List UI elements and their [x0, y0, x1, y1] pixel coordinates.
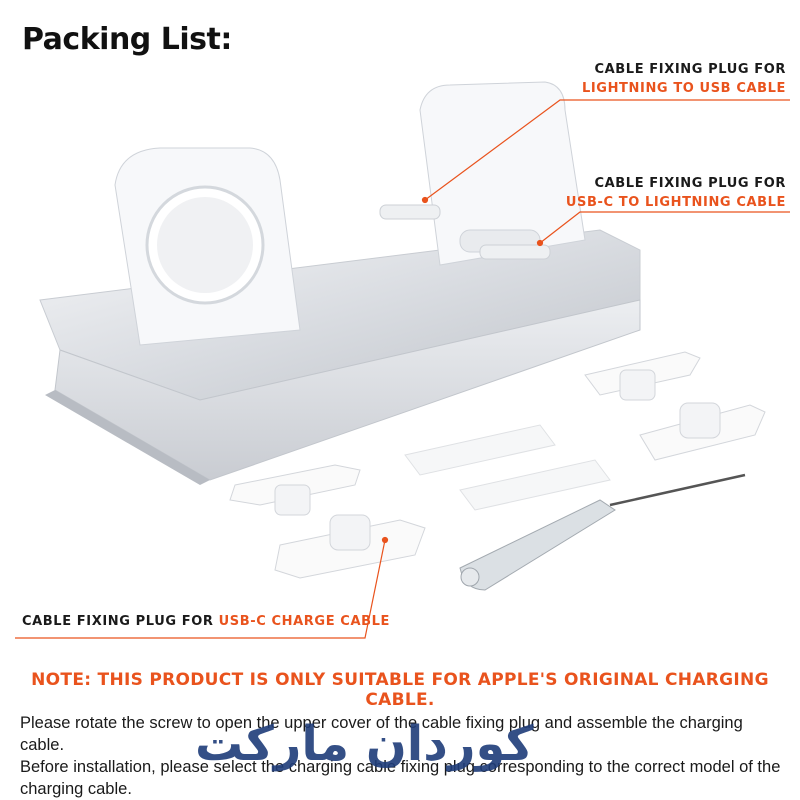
fixing-plug — [274, 514, 426, 579]
callout-usbc-lightning-plug: CABLE FIXING PLUG FOR USB-C TO LIGHTNING… — [565, 176, 786, 210]
instruction-line: Before installation, please select the c… — [20, 758, 781, 798]
page-title: Packing List: — [22, 22, 232, 57]
callout-usbc-charge-plug: CABLE FIXING PLUG FOR USB-C CHARGE CABLE — [22, 614, 390, 629]
leader-lines — [15, 99, 790, 639]
callout-lightning-plug: CABLE FIXING PLUG FOR LIGHTNING TO USB C… — [581, 62, 786, 96]
fixing-plug — [639, 402, 766, 461]
charging-stand — [39, 81, 641, 485]
watch-holder — [114, 147, 301, 346]
adhesive-pad — [404, 424, 556, 476]
instruction-line: Please rotate the screw to open the uppe… — [20, 714, 743, 754]
screwdriver — [459, 473, 746, 591]
adhesive-pad — [459, 459, 611, 511]
compatibility-note: NOTE: THIS PRODUCT IS ONLY SUITABLE FOR … — [31, 670, 769, 710]
instructions: Please rotate the screw to open the uppe… — [20, 712, 785, 800]
phone-holder — [419, 81, 586, 266]
watermark-logo: کوردان مارکت — [195, 716, 534, 772]
fixing-plug — [229, 464, 361, 516]
fixing-plug — [584, 351, 701, 401]
